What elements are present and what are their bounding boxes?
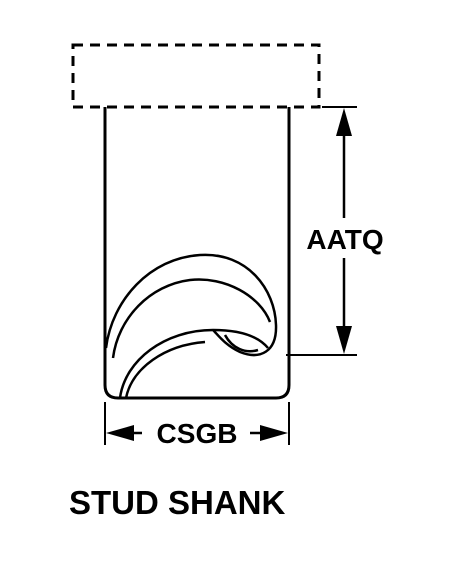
diagram-caption: STUD SHANK bbox=[69, 484, 286, 521]
width-arrow-right bbox=[260, 425, 288, 441]
height-arrow-down bbox=[336, 326, 352, 354]
head-phantom-outline bbox=[71, 43, 321, 109]
width-arrow-left bbox=[106, 425, 134, 441]
height-label: AATQ bbox=[306, 224, 383, 255]
curl-detail bbox=[104, 253, 278, 399]
shank-body-outline bbox=[103, 107, 291, 400]
width-label: CSGB bbox=[157, 418, 238, 449]
height-arrow-up bbox=[336, 108, 352, 136]
